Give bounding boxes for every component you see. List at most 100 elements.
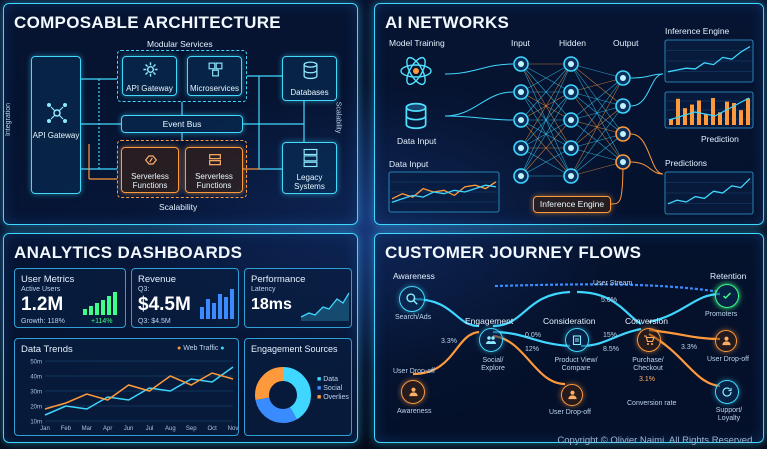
- user-dropoff-right-node[interactable]: [715, 330, 737, 352]
- model-training-label: Model Training: [389, 38, 445, 48]
- user-dropoff-left-label: User Drop-off: [393, 368, 435, 375]
- conversion-rate-label: Conversion rate: [627, 400, 677, 407]
- pct-f-label: 3.3%: [681, 344, 697, 351]
- support-loyalty-label: Support/ Loyalty: [715, 407, 743, 422]
- panel-title: COMPOSABLE ARCHITECTURE: [14, 13, 281, 32]
- api-gateway-box-label: API Gateway: [126, 84, 173, 93]
- legacy-systems-box[interactable]: Legacy Systems: [282, 142, 337, 194]
- pct-g-label: 3.1%: [639, 376, 655, 383]
- data-trends-legend: ● Web Traffic ●: [177, 345, 225, 352]
- promoters-node[interactable]: [715, 284, 739, 308]
- promoters-label: Promoters: [705, 311, 738, 318]
- revenue-card[interactable]: Revenue Q3: $4.5M Q3: $4.5M: [131, 268, 239, 328]
- x-tick-label: Mar: [82, 426, 92, 432]
- consideration-node[interactable]: [565, 328, 589, 352]
- engagement-node[interactable]: [479, 328, 503, 352]
- pct-e-label: 8.5%: [603, 346, 619, 353]
- server-rack-icon: [303, 148, 318, 168]
- analytics-dashboards-panel: ANALYTICS DASHBOARDS User Metrics Active…: [3, 233, 358, 443]
- y-tick-label: 50m: [30, 360, 42, 366]
- function-icon: [144, 155, 158, 165]
- engagement-donut: [255, 367, 311, 423]
- ai-mini-charts: [388, 39, 754, 215]
- serverless-functions-box-1[interactable]: Serverless Functions: [121, 147, 179, 193]
- api-gateway-label: API Gateway: [32, 131, 80, 140]
- x-tick-label: Feb: [61, 426, 72, 432]
- user-icon: [568, 390, 577, 400]
- search-icon: [406, 293, 418, 305]
- panel-title: AI NETWORKS: [385, 13, 510, 32]
- databases-box[interactable]: Databases: [282, 56, 337, 101]
- user-metrics-sub: Active Users: [21, 286, 61, 293]
- conversion-label: Conversion: [625, 316, 668, 326]
- user-icon: [722, 336, 731, 346]
- copyright-footer: Copyright © Olivier Naimi. All Rights Re…: [557, 435, 755, 446]
- y-tick-label: 30m: [30, 390, 42, 396]
- revenue-sub: Q3:: [138, 286, 150, 293]
- user-metrics-change: +114%: [91, 318, 113, 325]
- panel-title: ANALYTICS DASHBOARDS: [14, 243, 243, 262]
- x-tick-label: Oct: [207, 426, 217, 432]
- y-tick-label: 10m: [30, 420, 42, 426]
- performance-card[interactable]: Performance Latency 18ms: [244, 268, 352, 328]
- performance-sub: Latency: [251, 286, 276, 293]
- database-icon: [303, 61, 318, 80]
- pct-b-label: 0.0%: [525, 332, 541, 339]
- scalability-bottom-label: Scalability: [159, 202, 198, 212]
- user-metrics-bars: [83, 292, 117, 315]
- api-gateway-box[interactable]: API Gateway: [122, 56, 177, 96]
- awareness-top-label: Awareness: [393, 271, 435, 281]
- clipboard-icon: [572, 335, 582, 346]
- composable-architecture-panel: COMPOSABLE ARCHITECTURE API Gateway Inte…: [3, 3, 358, 225]
- user-metrics-card[interactable]: User Metrics Active Users 1.2M Growth: 1…: [14, 268, 126, 328]
- predictions-label: Predictions: [665, 158, 708, 168]
- microservices-label: Microservices: [190, 84, 239, 93]
- search-ads-label: Search/Ads: [395, 314, 432, 321]
- data-input-label-2: Data Input: [389, 159, 429, 169]
- search-ads-node[interactable]: [399, 286, 425, 312]
- database-icon: [405, 102, 427, 130]
- user-stream-label: User Stream: [593, 280, 633, 287]
- legend-overlies: Overlies: [323, 394, 349, 401]
- performance-sparkline: [300, 292, 350, 321]
- revenue-title: Revenue: [138, 274, 177, 285]
- neural-network-diagram: [444, 56, 664, 205]
- retention-label: Retention: [710, 271, 747, 281]
- engagement-sources-card[interactable]: Engagement Sources ■ Data ■ Social ■ Ove…: [244, 338, 352, 436]
- api-gateway-left-box[interactable]: API Gateway: [31, 56, 81, 194]
- x-tick-label: Nov: [228, 426, 239, 432]
- purchase-label: Purchase/ Checkout: [632, 357, 664, 372]
- legacy-systems-label: Legacy Systems: [294, 173, 325, 191]
- user-dropoff-mid-label: User Drop-off: [549, 409, 591, 416]
- y-tick-label: 20m: [30, 405, 42, 411]
- refresh-icon: [722, 387, 732, 397]
- x-tick-label: Aug: [165, 426, 176, 432]
- modular-services-label: Modular Services: [147, 39, 213, 49]
- x-tick-label: Sep: [186, 426, 197, 432]
- atom-icon: [400, 56, 432, 86]
- serverless-functions-label-2: Serverless Functions: [195, 172, 233, 190]
- pct-a-label: 3.3%: [441, 338, 457, 345]
- event-bus-box[interactable]: Event Bus: [121, 115, 243, 133]
- awareness-bottom-node[interactable]: [401, 380, 425, 404]
- microservices-box[interactable]: Microservices: [187, 56, 242, 96]
- user-dropoff-mid-node[interactable]: [561, 384, 583, 406]
- inference-engine-button[interactable]: Inference Engine: [533, 196, 611, 213]
- layer-hidden-label: Hidden: [559, 38, 586, 48]
- trend-series-line: [44, 366, 234, 416]
- awareness-bottom-label: Awareness: [397, 408, 432, 415]
- engagement-sources-title: Engagement Sources: [251, 344, 338, 354]
- social-explore-label: Social/ Explore: [481, 357, 505, 372]
- legend-data: Data: [323, 376, 338, 383]
- serverless-functions-label-1: Serverless Functions: [131, 172, 169, 190]
- serverless-functions-box-2[interactable]: Serverless Functions: [185, 147, 243, 193]
- support-loyalty-node[interactable]: [715, 380, 739, 404]
- x-tick-label: Apr: [103, 426, 112, 432]
- performance-value: 18ms: [251, 296, 292, 313]
- pct-top-label: 5.0%: [601, 297, 617, 304]
- cart-icon: [644, 335, 655, 345]
- data-trends-title: Data Trends: [21, 344, 73, 355]
- conversion-node[interactable]: [637, 328, 661, 352]
